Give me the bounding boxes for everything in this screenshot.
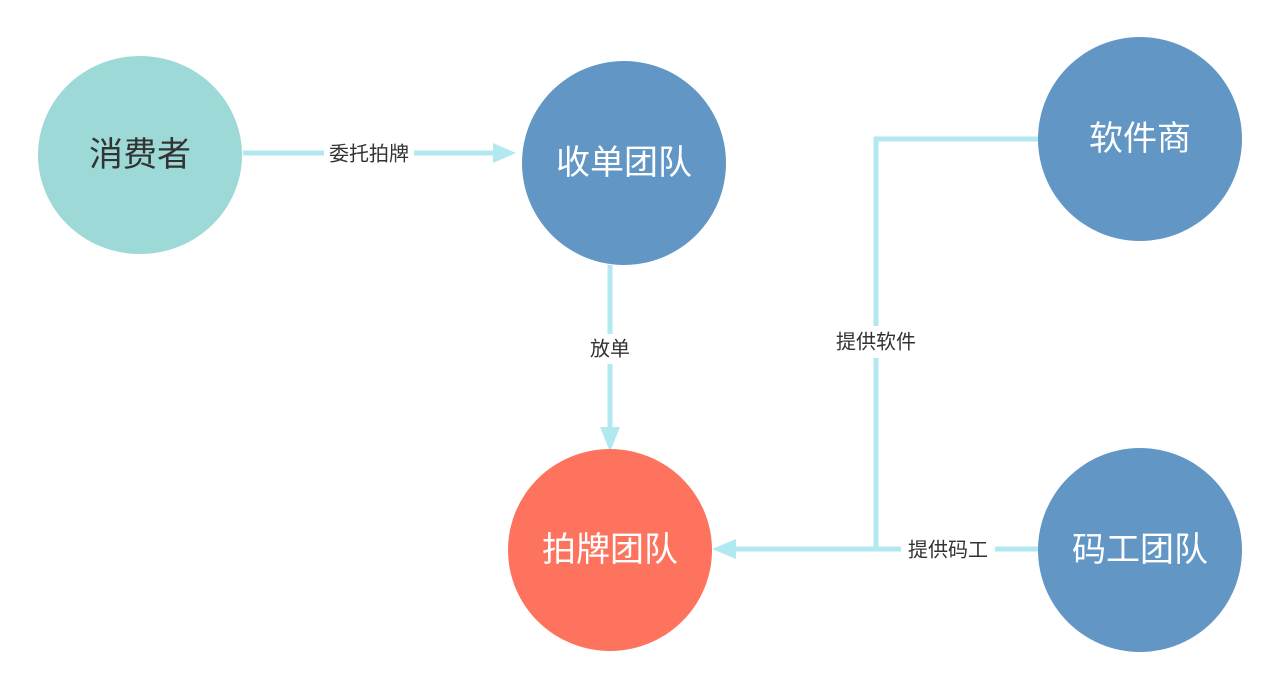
node-consumer-circle xyxy=(38,56,242,254)
edge-dispatch-arrowhead xyxy=(600,427,620,452)
edge-entrust: 委托拍牌 xyxy=(243,137,516,166)
node-consumer-label: 消费者 xyxy=(89,135,191,175)
node-coder-team: 码工团队 xyxy=(1038,448,1242,652)
edge-provide-coders-arrowhead xyxy=(712,539,736,559)
node-coder-team-circle xyxy=(1038,448,1242,652)
edge-provide-coders-label-bg xyxy=(901,535,995,565)
node-order-team-circle xyxy=(522,61,726,265)
edge-dispatch-label: 放单 xyxy=(590,337,630,361)
edge-provide-software-label: 提供软件 xyxy=(836,330,916,354)
node-auction-team: 拍牌团队 xyxy=(508,449,712,651)
edge-provide-software: 提供软件 xyxy=(828,136,1040,549)
edge-provide-software-line xyxy=(873,136,1040,549)
edge-entrust-label-bg xyxy=(324,137,414,165)
node-software-vendor: 软件商 xyxy=(1038,37,1242,241)
edge-dispatch-label-bg xyxy=(584,334,636,364)
edge-entrust-arrowhead xyxy=(493,143,516,163)
edge-provide-coders: 提供码工 xyxy=(712,535,1040,565)
node-consumer: 消费者 xyxy=(38,56,242,254)
node-order-team-label: 收单团队 xyxy=(556,143,692,183)
node-software-vendor-circle xyxy=(1038,37,1242,241)
edge-provide-coders-label: 提供码工 xyxy=(908,538,988,562)
node-auction-team-label: 拍牌团队 xyxy=(542,530,678,570)
node-auction-team-circle xyxy=(508,449,712,651)
edge-provide-software-label-bg xyxy=(828,326,924,358)
node-software-vendor-label: 软件商 xyxy=(1089,119,1191,159)
node-coder-team-label: 码工团队 xyxy=(1072,530,1208,570)
node-order-team: 收单团队 xyxy=(522,61,726,265)
edge-dispatch: 放单 xyxy=(584,265,636,452)
edge-entrust-label: 委托拍牌 xyxy=(329,142,409,166)
